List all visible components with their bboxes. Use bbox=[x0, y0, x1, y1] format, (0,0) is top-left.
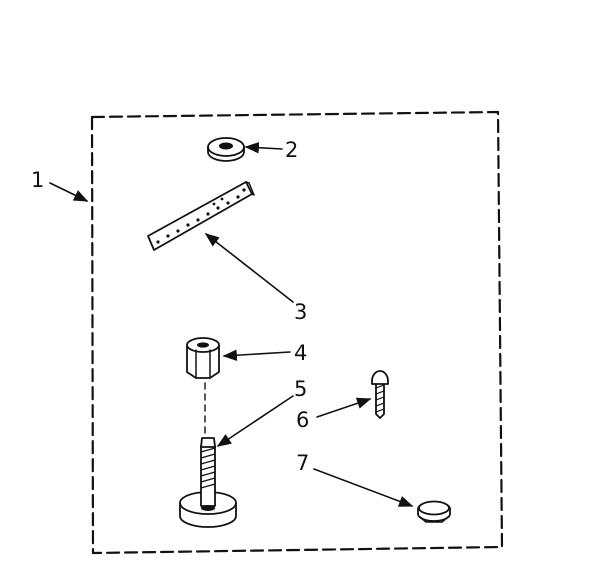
leader-3 bbox=[204, 233, 294, 303]
part-3-perforated-strap bbox=[147, 181, 255, 251]
part-2-washer bbox=[207, 137, 245, 162]
callout-1: 1 bbox=[31, 168, 44, 192]
leader-6 bbox=[316, 397, 372, 418]
part-6-screw bbox=[371, 370, 389, 419]
leader-5 bbox=[216, 395, 294, 447]
leader-1 bbox=[49, 182, 89, 202]
part-4-coupling-nut bbox=[186, 337, 220, 379]
callout-4: 4 bbox=[294, 341, 307, 365]
leader-4 bbox=[222, 349, 291, 361]
callout-2: 2 bbox=[285, 138, 298, 162]
part-7-clip-ring bbox=[417, 500, 451, 523]
leader-2 bbox=[244, 141, 283, 154]
callout-7: 7 bbox=[296, 451, 309, 475]
part-5-leveling-leg bbox=[179, 437, 237, 528]
callout-6: 6 bbox=[296, 408, 309, 432]
leader-7 bbox=[313, 468, 414, 507]
callout-5: 5 bbox=[294, 377, 307, 401]
kit-boundary-dashed-box bbox=[90, 110, 504, 555]
callout-3: 3 bbox=[294, 300, 307, 324]
